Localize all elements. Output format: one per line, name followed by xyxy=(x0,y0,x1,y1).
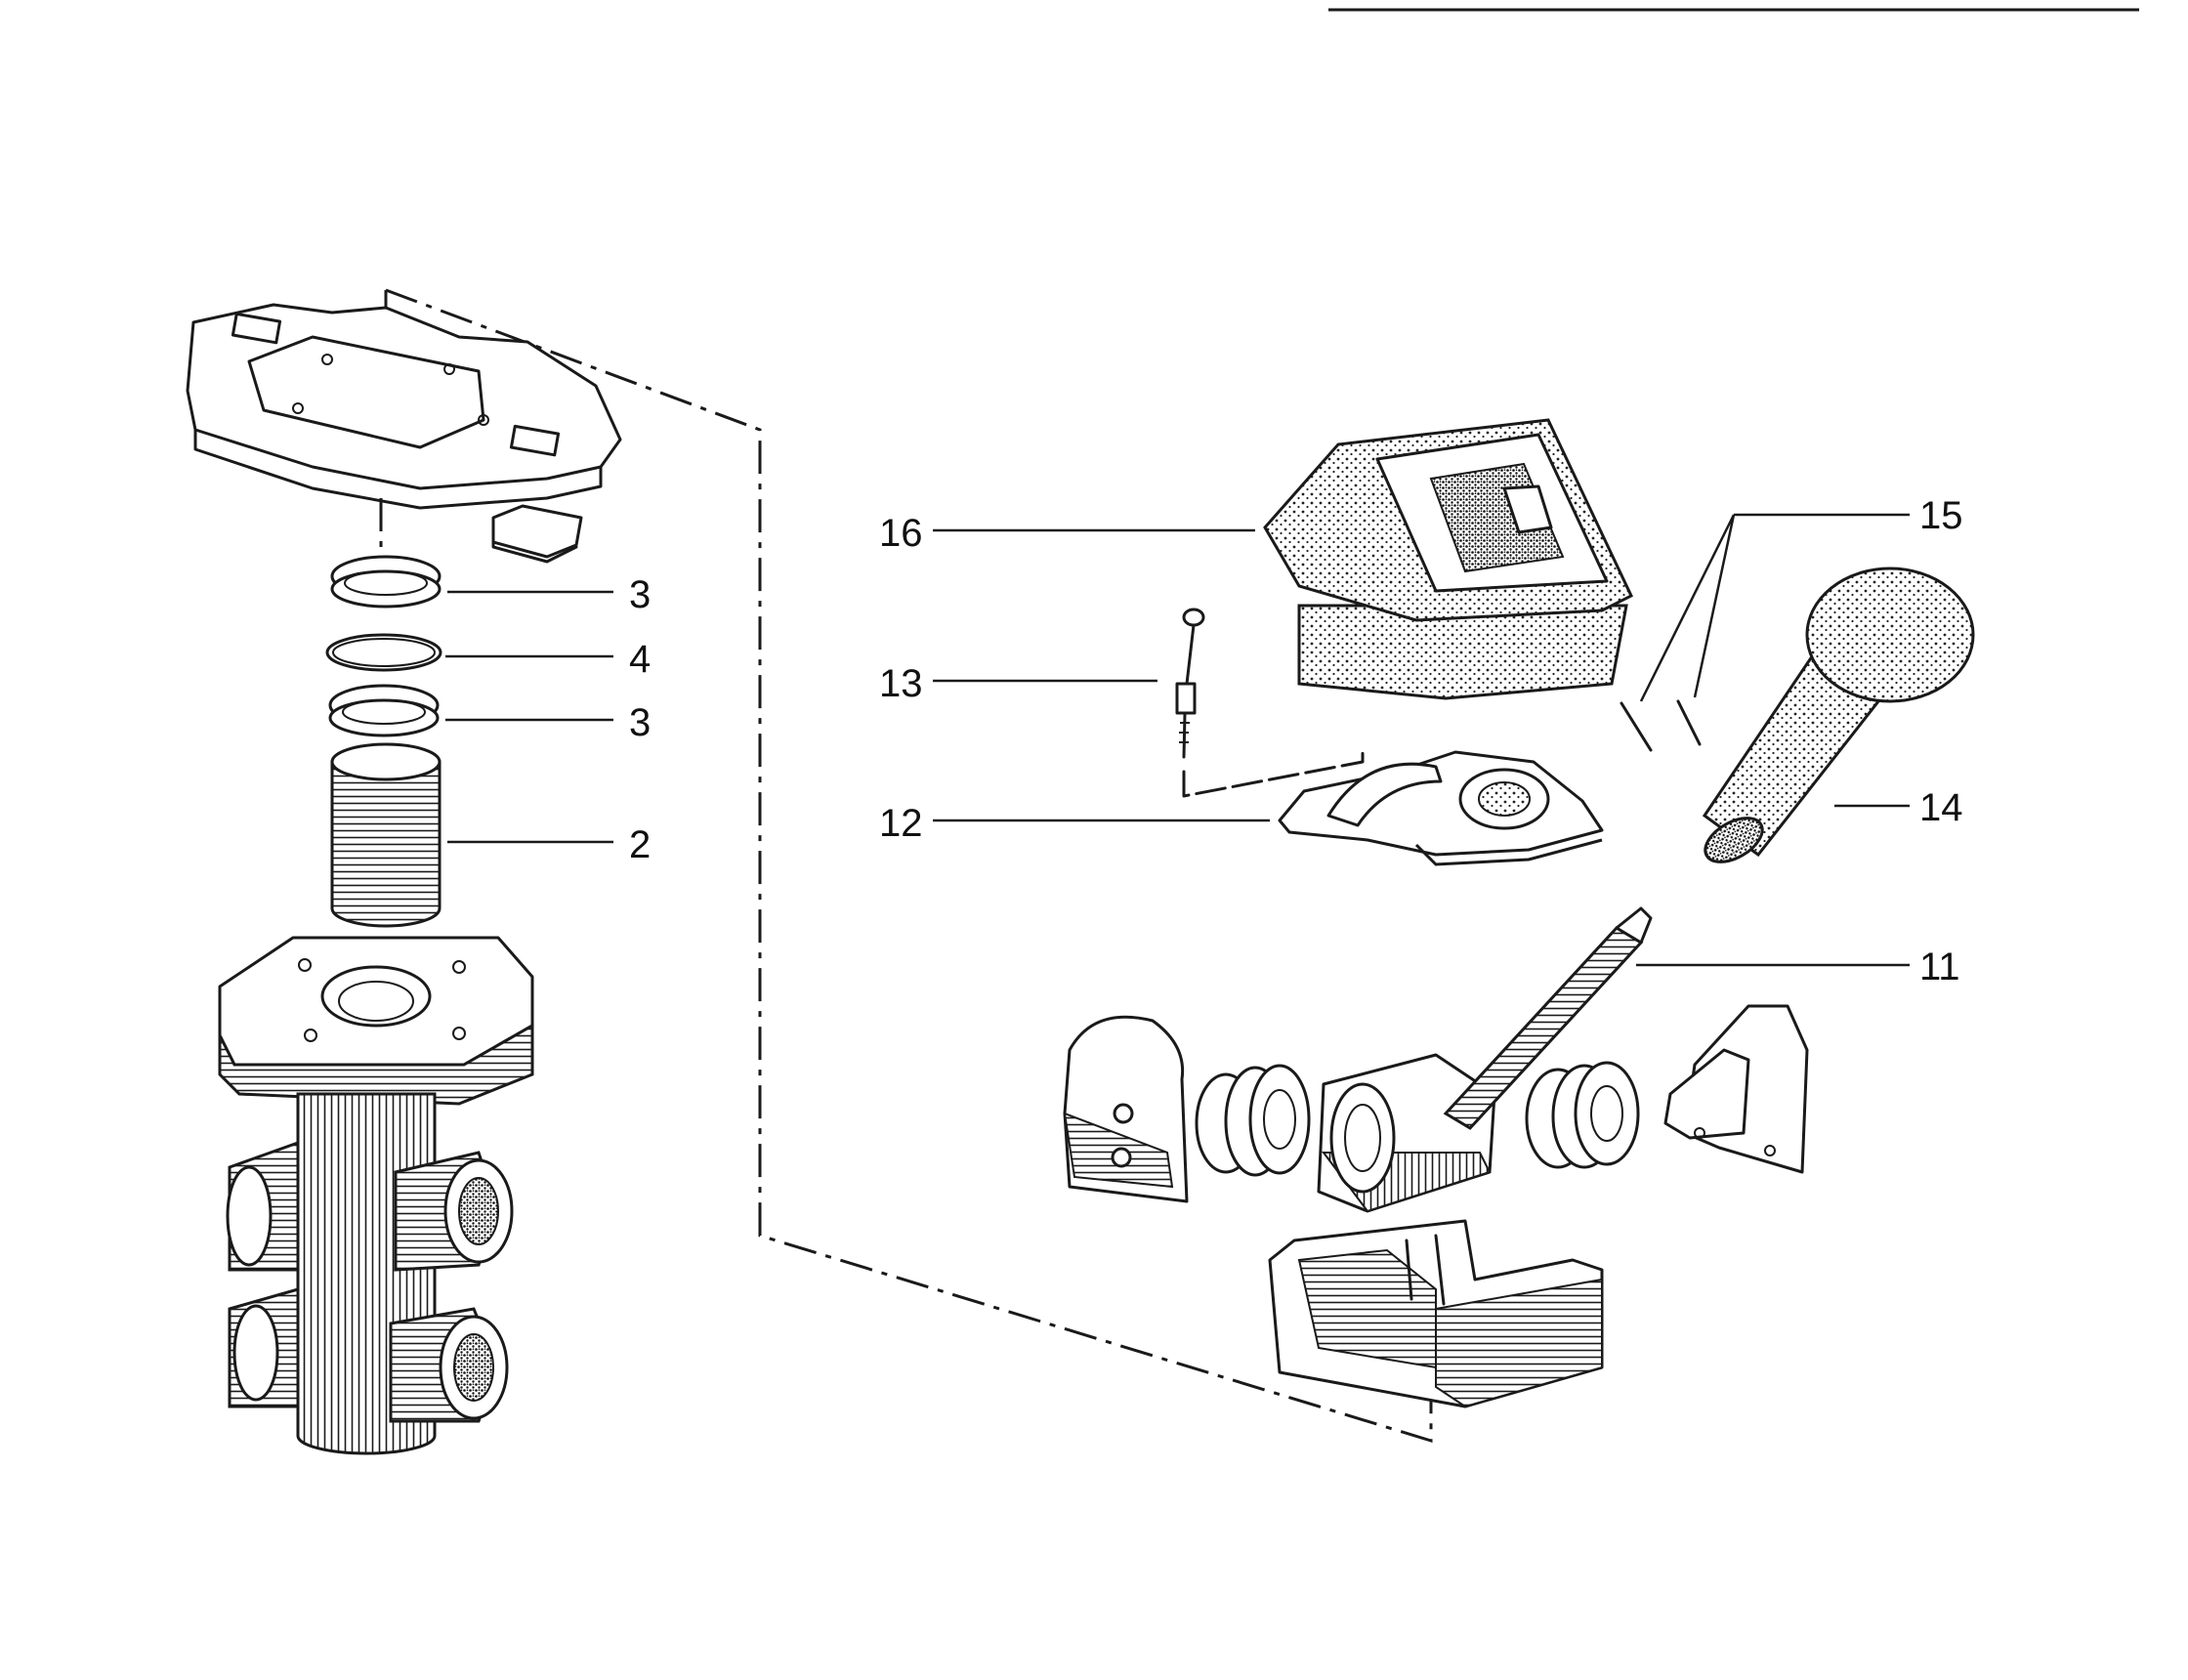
slider-block xyxy=(491,504,583,564)
callout-16: 16 xyxy=(879,512,923,555)
sleeve-cylinder xyxy=(330,742,442,928)
retaining-ring-top xyxy=(330,555,442,609)
boot-cover xyxy=(1263,418,1633,700)
handle-knob xyxy=(1702,567,1975,863)
leader-lines xyxy=(445,513,1910,967)
callout-14: 14 xyxy=(1919,786,1963,829)
assembly-boundary-line xyxy=(385,288,1433,1444)
retaining-ring-bottom xyxy=(328,684,440,737)
base-housing xyxy=(1268,1219,1604,1408)
callout-3-top: 3 xyxy=(629,573,651,616)
valve-body xyxy=(218,936,534,1455)
bolt xyxy=(1175,608,1365,798)
callout-labels: 3 4 3 2 16 15 13 12 14 11 xyxy=(629,494,1963,988)
callout-11: 11 xyxy=(1919,945,1960,988)
pins xyxy=(1620,699,1702,752)
o-ring xyxy=(325,633,442,672)
callout-2: 2 xyxy=(629,823,651,866)
clamp-bracket xyxy=(1278,750,1604,866)
callout-4: 4 xyxy=(629,638,651,681)
mounting-plate xyxy=(186,303,622,510)
callout-12: 12 xyxy=(879,802,923,845)
callout-15: 15 xyxy=(1919,494,1963,537)
callout-3-bottom: 3 xyxy=(629,701,651,744)
callout-13: 13 xyxy=(879,662,923,705)
gear-mechanism xyxy=(1063,906,1809,1213)
